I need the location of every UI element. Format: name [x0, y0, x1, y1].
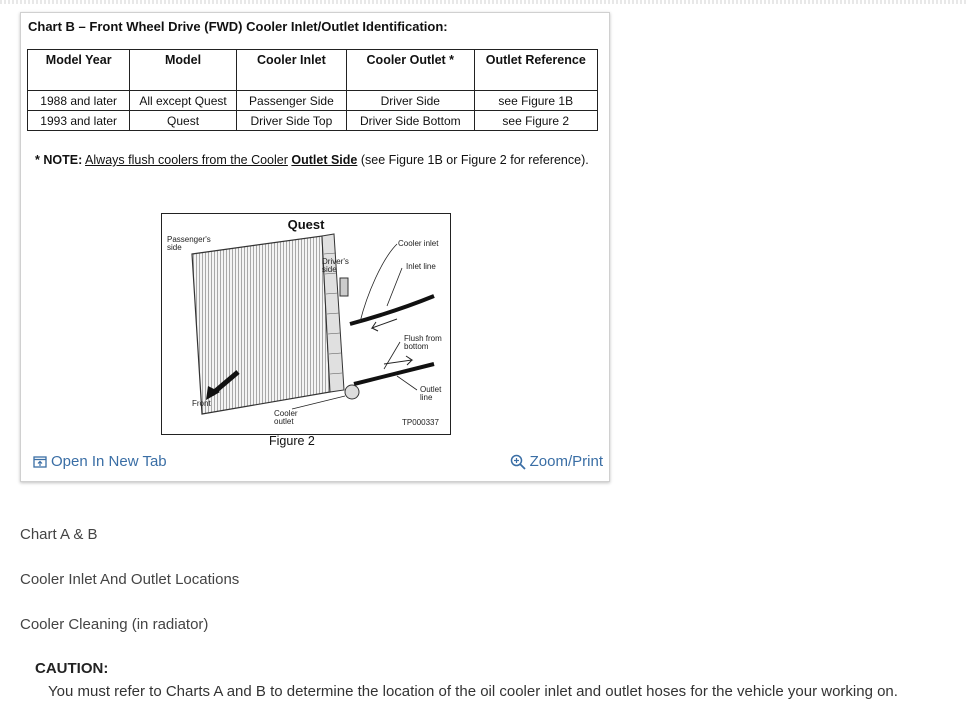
col-header-model-year: Model Year: [26, 49, 131, 91]
note-label: NOTE:: [43, 153, 83, 167]
col-header-model: Model: [129, 49, 237, 91]
figure-caption: Figure 2: [269, 434, 315, 448]
radiator-drawing: [191, 233, 435, 415]
table-cell: 1993 and later: [26, 110, 131, 131]
caution-text: You must refer to Charts A and B to dete…: [48, 683, 898, 700]
radiator-diagram: Quest Passenger's side Driver's side Coo…: [161, 213, 451, 435]
label-flush-from-bottom: Flush from bottom: [404, 334, 442, 351]
table-cell: Driver Side Bottom: [346, 110, 475, 131]
note-outlet-side: Outlet Side: [291, 153, 358, 167]
col-header-cooler-outlet: Cooler Outlet *: [346, 49, 475, 91]
diagram-title: Quest: [287, 217, 325, 232]
identification-table: Model Year Model Cooler Inlet Cooler Out…: [26, 49, 599, 131]
section-cooler-locations[interactable]: Cooler Inlet And Outlet Locations: [20, 571, 240, 588]
chart-figure: Chart B – Front Wheel Drive (FWD) Cooler…: [20, 12, 610, 482]
table-header-row: Model Year Model Cooler Inlet Cooler Out…: [26, 49, 599, 91]
note-rest: (see Figure 1B or Figure 2 for reference…: [357, 153, 589, 167]
table-cell: All except Quest: [129, 90, 237, 111]
zoom-print-label: Zoom/Print: [529, 453, 603, 470]
chart-title: Chart B – Front Wheel Drive (FWD) Cooler…: [28, 19, 448, 34]
open-new-tab-icon: [33, 455, 47, 468]
caution-heading: CAUTION:: [35, 660, 109, 677]
label-front: Front: [192, 399, 211, 408]
label-passenger-side: Passenger's side: [167, 235, 211, 252]
table-cell: 1988 and later: [26, 90, 131, 111]
table-cell: Quest: [129, 110, 237, 131]
label-figure-code: TP000337: [402, 418, 439, 427]
open-new-tab-label: Open In New Tab: [51, 453, 167, 470]
table-cell: Passenger Side: [235, 90, 348, 111]
label-cooler-outlet: Cooler outlet: [274, 409, 298, 426]
note-underline-text: Always flush coolers from the Cooler: [85, 153, 288, 167]
open-new-tab-link[interactable]: Open In New Tab: [33, 453, 167, 470]
top-border: [0, 0, 966, 4]
label-inlet-line: Inlet line: [406, 262, 436, 271]
col-header-outlet-reference: Outlet Reference: [473, 49, 599, 91]
table-cell: see Figure 2: [473, 110, 599, 131]
flush-note: * NOTE: Always flush coolers from the Co…: [35, 152, 605, 168]
zoom-icon: [510, 454, 526, 470]
section-cooler-cleaning[interactable]: Cooler Cleaning (in radiator): [20, 616, 209, 633]
col-header-cooler-inlet: Cooler Inlet: [235, 49, 348, 91]
table-cell: see Figure 1B: [473, 90, 599, 111]
zoom-print-link[interactable]: Zoom/Print: [510, 453, 603, 470]
label-cooler-inlet: Cooler inlet: [398, 239, 439, 248]
table-cell: Driver Side Top: [235, 110, 348, 131]
table-row: 1993 and later Quest Driver Side Top Dri…: [26, 110, 599, 131]
table-cell: Driver Side: [346, 90, 475, 111]
label-outlet-line: Outlet line: [420, 385, 442, 402]
note-star: *: [35, 153, 40, 167]
label-drivers-side: Driver's side: [322, 257, 349, 274]
table-row: 1988 and later All except Quest Passenge…: [26, 90, 599, 111]
section-chart-ab[interactable]: Chart A & B: [20, 526, 98, 543]
